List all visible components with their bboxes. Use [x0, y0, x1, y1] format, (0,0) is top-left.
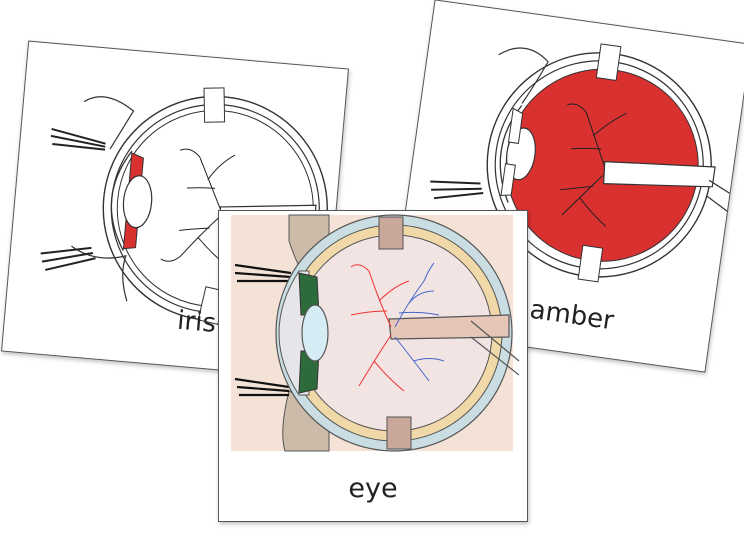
vitreous-chamber-illustration [430, 43, 730, 283]
card-label: eye [348, 473, 398, 504]
eye-card: eye [218, 210, 528, 522]
card-label: iris [176, 305, 218, 339]
eye-illustration [231, 214, 520, 452]
vitreous-chamber-card: s chamber [388, 0, 744, 373]
